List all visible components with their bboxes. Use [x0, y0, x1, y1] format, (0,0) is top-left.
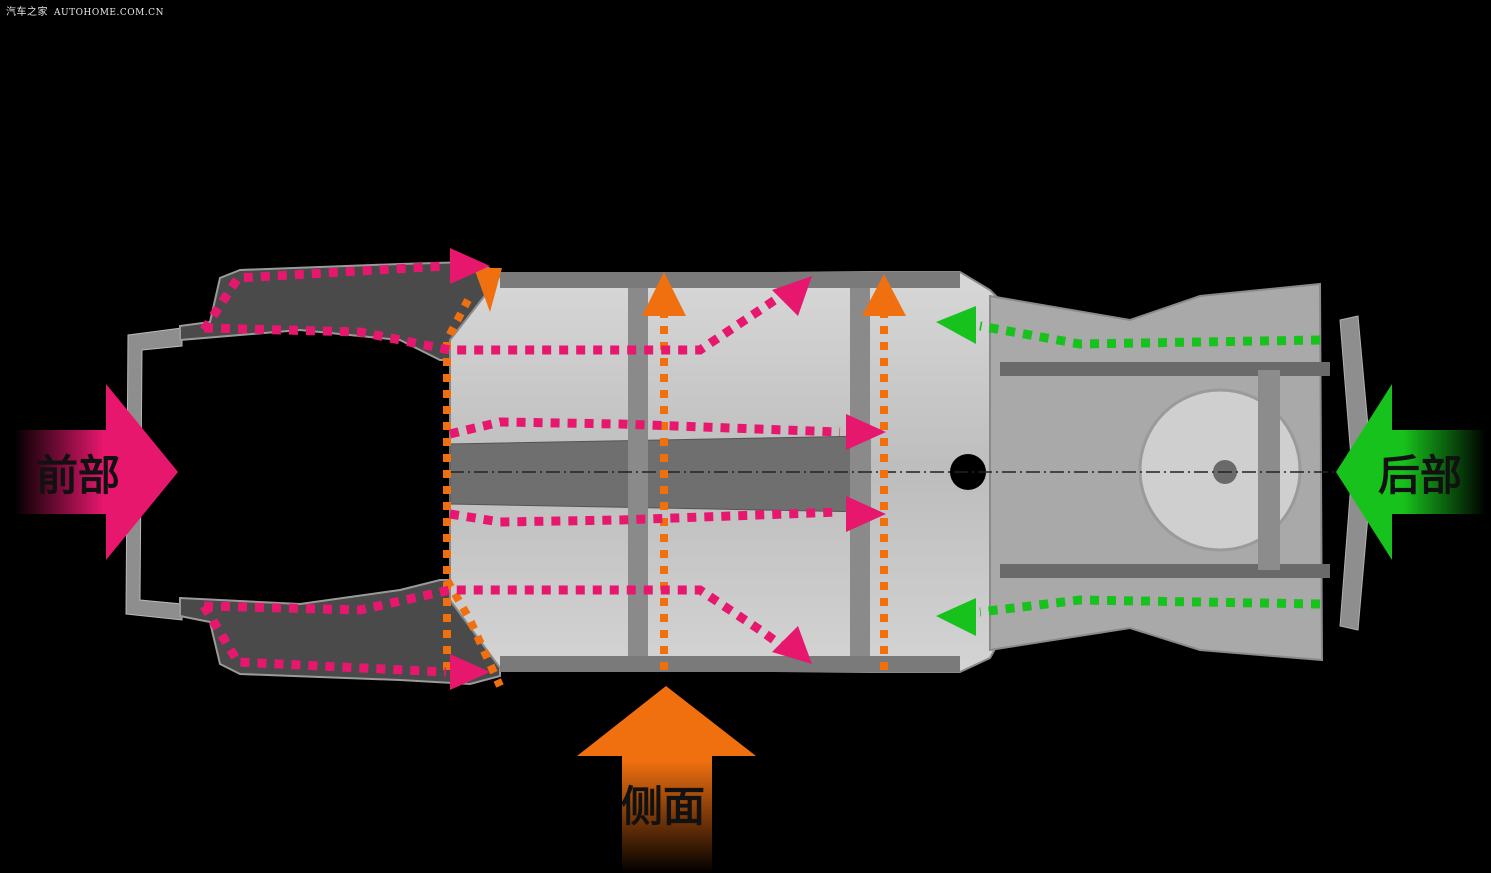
front-arrowhead-4 — [846, 496, 886, 532]
chassis — [125, 260, 1440, 686]
watermark: 汽车之家 AUTOHOME.COM.CN — [6, 3, 164, 18]
rear-cross-member — [1258, 370, 1280, 570]
side-arrowhead-2 — [642, 272, 686, 316]
rear-arrowhead-1 — [936, 306, 976, 344]
side-arrowhead-1 — [474, 268, 502, 312]
front-arrowhead-2 — [772, 276, 812, 316]
front-arrowhead-1 — [450, 248, 490, 284]
side-load-arrowheads — [474, 268, 906, 316]
rear-load-paths — [979, 321, 1321, 617]
watermark-site-cn: 汽车之家 — [6, 7, 48, 18]
front-load-arrow — [14, 384, 178, 560]
rear-path-upper — [979, 321, 1321, 349]
side-label: 侧面 — [621, 782, 706, 831]
front-path-upper-outer — [200, 261, 447, 333]
front-load-paths — [200, 261, 841, 677]
left-sill — [500, 272, 960, 288]
cross-member-1 — [628, 278, 648, 668]
rear-load-arrow — [1336, 384, 1486, 560]
front-arrowhead-3 — [846, 414, 886, 450]
cross-member-2 — [850, 276, 870, 670]
rear-rail-left — [1000, 362, 1330, 376]
side-load-arrow — [577, 686, 756, 873]
front-arrowhead-5 — [772, 626, 812, 664]
front-path-lower-outer — [200, 603, 447, 677]
right-sill — [500, 656, 960, 672]
rear-path-lower — [979, 595, 1321, 617]
side-arrowhead-3 — [862, 274, 906, 316]
rear-label: 后部 — [1378, 451, 1463, 500]
watermark-site-en: AUTOHOME.COM.CN — [54, 8, 164, 18]
rear-rail-right — [1000, 564, 1330, 578]
front-label: 前部 — [36, 451, 121, 500]
front-path-tunnel-upper — [448, 417, 841, 439]
front-load-arrowheads — [450, 248, 886, 690]
front-arrowhead-6 — [450, 654, 490, 690]
front-path-tunnel-lower — [449, 507, 841, 527]
side-load-paths — [443, 298, 888, 688]
rear-load-arrowheads — [936, 306, 976, 636]
rear-arrowhead-2 — [936, 598, 976, 636]
